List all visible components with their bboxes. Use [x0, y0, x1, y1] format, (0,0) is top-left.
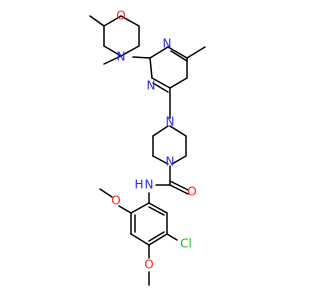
bond [166, 233, 178, 241]
bond [148, 233, 168, 246]
bond [152, 125, 169, 137]
carbonyl-oxygen-label: O [187, 185, 196, 199]
bond [149, 46, 169, 59]
bond [120, 15, 140, 27]
bond [103, 45, 122, 57]
morpholine-oxygen-label: O [116, 9, 125, 23]
methyl-bond [99, 188, 113, 198]
morpholine-nitrogen-label: N [117, 50, 126, 64]
bond [149, 57, 153, 79]
pyrimidine-nitrogen-3-label: N [147, 79, 156, 93]
pyrimidine-ring [149, 46, 206, 93]
bond [148, 231, 165, 242]
bond [120, 45, 140, 57]
amide-nitrogen-label: N [145, 178, 154, 192]
bond [167, 46, 188, 59]
bond [169, 77, 188, 89]
bond [130, 202, 150, 214]
para-methoxy-oxygen-label: O [144, 258, 153, 272]
bond [103, 55, 122, 65]
piperazine-ring [152, 125, 187, 165]
amide-hydrogen-label: H [134, 178, 143, 192]
carbonyl-bond [169, 184, 189, 195]
piperazine-nitrogen-4-label: N [166, 115, 175, 129]
bond [152, 155, 169, 165]
structure-svg: O N N N N N O N H O O Cl [89, 9, 206, 286]
bond [151, 77, 171, 89]
methyl-bond [186, 46, 206, 59]
bond [89, 15, 105, 27]
bond [171, 155, 187, 165]
bond [169, 125, 187, 137]
benzene-ring [130, 202, 168, 246]
morpholine-ring [89, 15, 140, 65]
piperazine-nitrogen-1-label: N [166, 155, 175, 169]
pyrimidine-nitrogen-1-label: N [163, 37, 172, 51]
chlorine-label: Cl [180, 237, 192, 251]
bond [152, 82, 169, 93]
bond [132, 56, 151, 59]
molecule-diagram: O N N N N N O N H O O Cl [89, 9, 206, 286]
bond [148, 206, 165, 216]
bond [130, 233, 150, 246]
bond [170, 50, 188, 62]
ortho-methoxy-oxygen-label: O [111, 194, 120, 208]
bond [118, 205, 132, 214]
carbonyl-bond [169, 180, 189, 191]
bond [103, 15, 122, 27]
bond [148, 202, 168, 214]
